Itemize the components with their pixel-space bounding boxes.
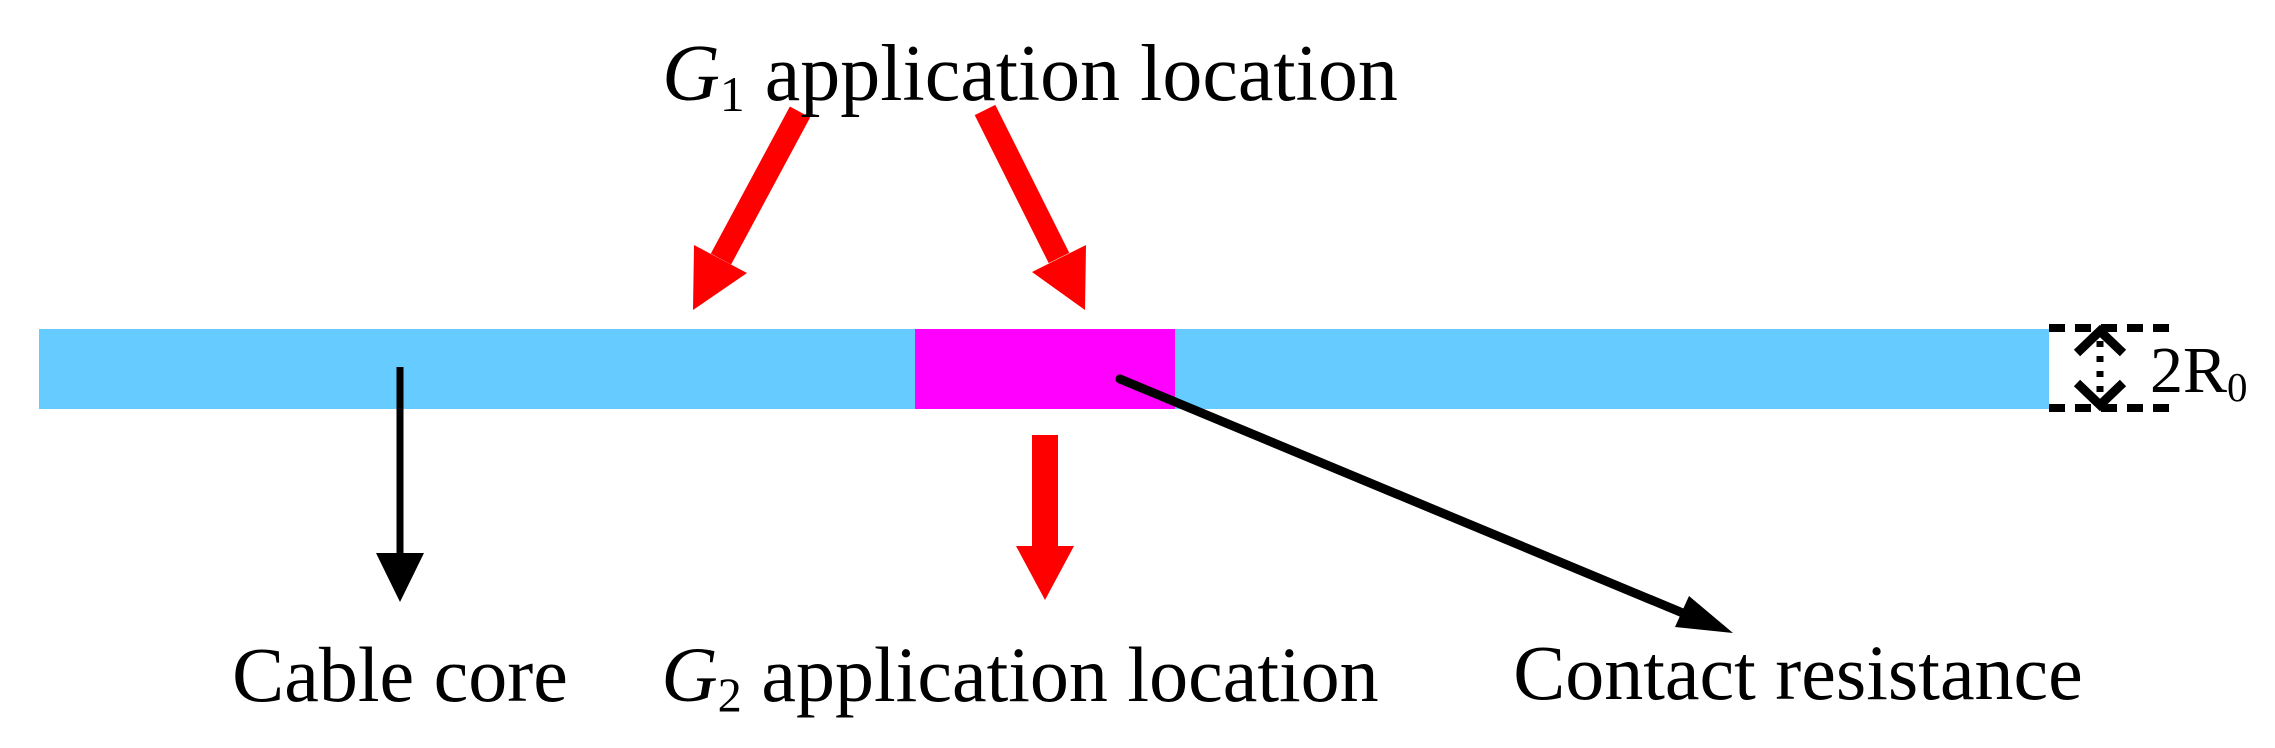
diameter-subscript: 0 (2227, 365, 2248, 410)
contact-resistance-segment (915, 329, 1175, 409)
g1-right-arrow-icon (974, 104, 1086, 310)
contact-resistance-label: Contact resistance (1513, 634, 2083, 712)
diameter-label-text: 2R (2150, 334, 2228, 407)
diameter-label: 2R0 (2150, 338, 2247, 409)
g2-subscript: 2 (717, 669, 742, 723)
g2-symbol: G (661, 631, 718, 718)
g1-label-text: application location (744, 30, 1398, 118)
contact-resistance-label-text: Contact resistance (1513, 629, 2083, 716)
g1-subscript: 1 (719, 66, 745, 122)
g2-application-location-label: G2 application location (661, 636, 1378, 721)
cable-core-label: Cable core (232, 636, 568, 714)
g1-application-location-label: G1 application location (662, 34, 1398, 120)
contact-resistance-arrow-icon (1115, 374, 1733, 633)
g1-left-arrow-icon (693, 106, 811, 310)
cable-core-label-text: Cable core (232, 631, 568, 718)
g2-down-arrow-icon (1016, 435, 1074, 600)
g2-label-text: application location (741, 631, 1379, 718)
diameter-double-arrow-icon (2073, 324, 2127, 412)
g1-symbol: G (662, 30, 720, 118)
